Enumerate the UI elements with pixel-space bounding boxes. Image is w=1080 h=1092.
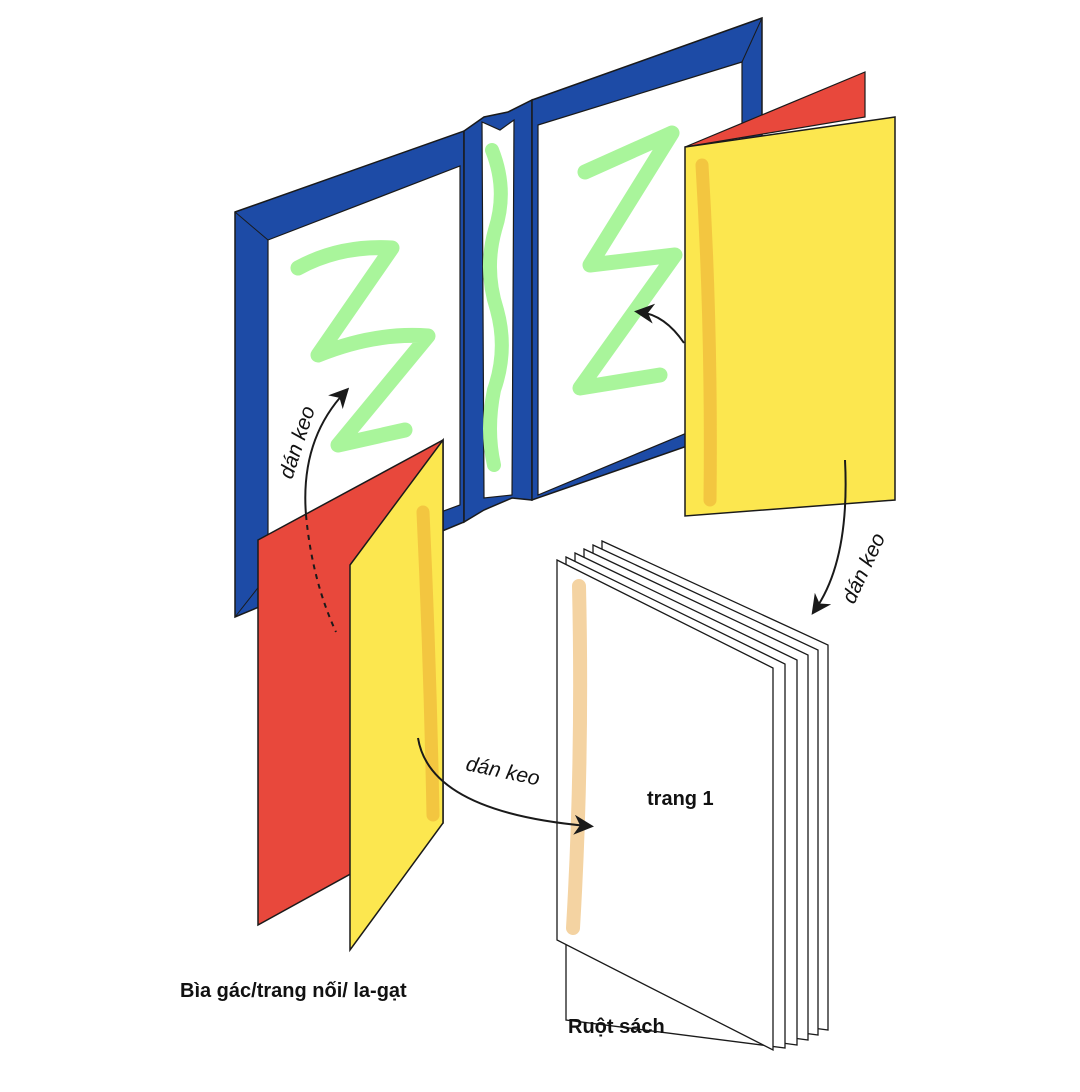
label-page-one: trang 1 (647, 788, 714, 810)
glue-squiggle-left (290, 240, 436, 453)
glue-squiggle-right (572, 125, 683, 396)
arrow-glue-right-cover (634, 303, 685, 344)
endpaper-right-yellow (684, 116, 896, 517)
glue-strip-right (695, 158, 717, 507)
arrow-glue-bottom (417, 737, 594, 835)
book-block (556, 539, 829, 1052)
glue-squiggles (290, 125, 683, 472)
glue-strip-left (416, 505, 440, 822)
label-book-block: Ruột sách (568, 1016, 665, 1038)
arrow-glue-left-dashed (305, 514, 337, 633)
label-glue-right: dán keo (838, 529, 891, 607)
arrows (304, 303, 847, 835)
label-glue-bottom: dán keo (464, 752, 542, 790)
arrow-glue-left (304, 387, 350, 516)
arrow-glue-right (811, 459, 847, 615)
endpaper-left (257, 437, 444, 953)
endpaper-right (684, 71, 896, 517)
glue-squiggle-spine (483, 143, 509, 472)
label-endpaper: Bìa gác/trang nối/ la-gạt (180, 980, 407, 1002)
glue-strip-book (566, 579, 588, 935)
book-page-front (556, 558, 774, 1052)
endpaper-right-red (684, 71, 866, 148)
